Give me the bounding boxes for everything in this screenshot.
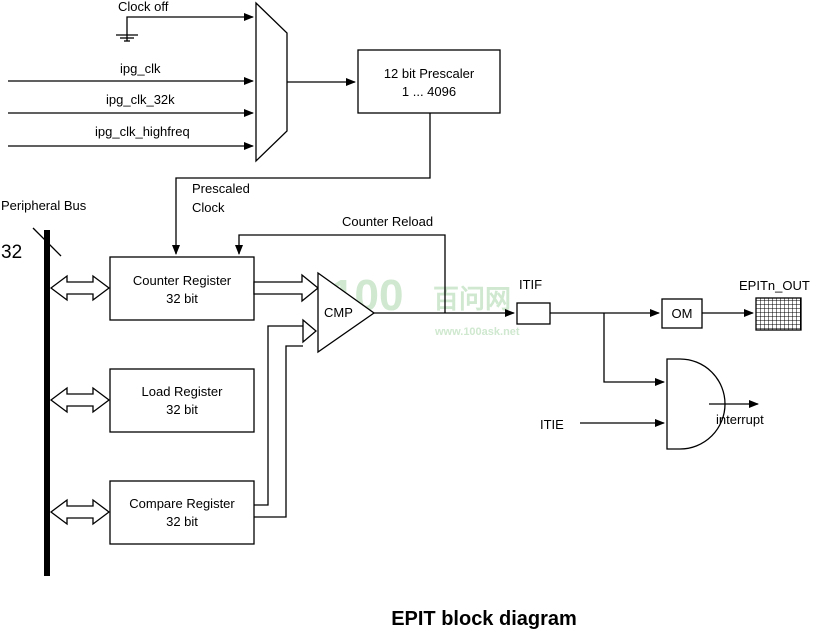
clock-off-wire	[126, 13, 254, 41]
cmp-comparator: CMP	[317, 271, 376, 354]
peripheral-bus-label: Peripheral Bus	[1, 198, 87, 213]
compare-register-width: 32 bit	[166, 514, 198, 529]
compare-register: Compare Register 32 bit	[109, 480, 255, 545]
counter-reload-wire	[235, 234, 446, 313]
clock-inputs: Clock off ipg_clk ipg_clk_32k ipg_clk_hi…	[8, 0, 254, 150]
itif-to-and-wire	[603, 313, 665, 386]
counter-to-cmp-arrow	[253, 273, 320, 303]
prescaled-clock-wire	[172, 113, 431, 255]
epit-output: EPITn_OUT	[739, 278, 810, 331]
counter-register-title: Counter Register	[133, 273, 232, 288]
itif-flag: ITIF	[516, 277, 551, 325]
ipg-clk-label: ipg_clk	[120, 61, 161, 76]
ipg-clk-32k-label: ipg_clk_32k	[106, 92, 175, 107]
load-register: Load Register 32 bit	[109, 368, 255, 433]
watermark-chinese: 百问网	[433, 284, 511, 314]
prescaler-title: 12 bit Prescaler	[384, 66, 475, 81]
peripheral-bus: Peripheral Bus 32	[1, 198, 87, 576]
prescaler-range: 1 ... 4096	[402, 84, 456, 99]
bus-bar	[44, 230, 50, 576]
and-gate-icon	[666, 358, 726, 450]
diagram-caption: EPIT block diagram	[391, 608, 577, 630]
itie-label: ITIE	[540, 417, 564, 432]
load-register-title: Load Register	[142, 384, 224, 399]
counter-reload-label: Counter Reload	[342, 214, 433, 229]
bus-load-double-arrow	[49, 386, 111, 414]
watermark-url: www.100ask.net	[434, 326, 520, 338]
interrupt-label: interrupt	[716, 412, 764, 427]
compare-to-cmp-wire	[254, 318, 318, 518]
ground-icon	[116, 34, 138, 42]
ipg-clk-highfreq-label: ipg_clk_highfreq	[95, 124, 190, 139]
bus-counter-double-arrow	[49, 274, 111, 302]
epit-out-label: EPITn_OUT	[739, 278, 810, 293]
compare-register-title: Compare Register	[129, 496, 235, 511]
clock-mux	[255, 1, 288, 163]
counter-register-width: 32 bit	[166, 291, 198, 306]
om-label: OM	[672, 306, 693, 321]
itif-label: ITIF	[519, 277, 542, 292]
prescaler-block: 12 bit Prescaler 1 ... 4096	[357, 49, 501, 114]
bus-register-arrows	[49, 274, 111, 526]
output-pin-icon	[755, 297, 802, 331]
prescaled-clock-label-2: Clock	[192, 200, 225, 215]
load-register-width: 32 bit	[166, 402, 198, 417]
prescaled-clock-label-1: Prescaled	[192, 181, 250, 196]
om-block: OM	[661, 298, 703, 329]
cmp-label: CMP	[324, 305, 353, 320]
counter-register: Counter Register 32 bit	[109, 256, 255, 321]
clock-off-label: Clock off	[118, 0, 169, 14]
bus-width-label: 32	[1, 242, 22, 263]
bus-compare-double-arrow	[49, 498, 111, 526]
